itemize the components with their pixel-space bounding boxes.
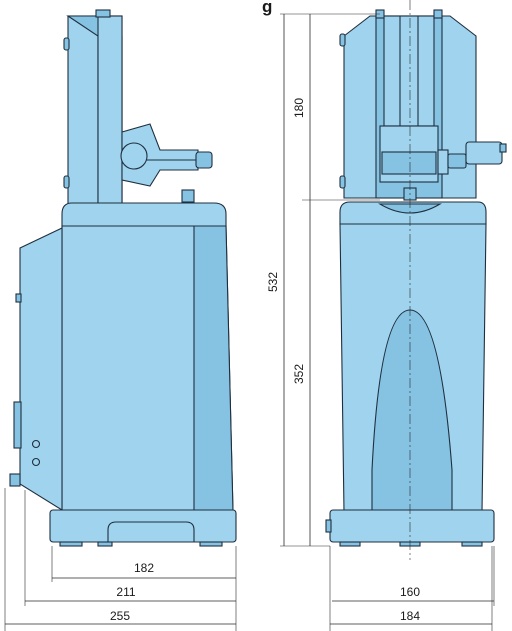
side-foot-2 <box>97 541 113 547</box>
front-view <box>325 0 507 560</box>
dim-label-532: 532 <box>266 272 280 292</box>
front-side-knob <box>465 141 503 165</box>
side-indicator-1 <box>31 439 41 449</box>
side-foot-3 <box>199 541 223 547</box>
side-rear-box <box>19 227 63 511</box>
side-body-shade <box>193 225 234 513</box>
side-rear-connector <box>9 473 21 487</box>
dim-label-255: 255 <box>110 609 130 623</box>
side-dimensions: 182 211 255 <box>4 488 237 631</box>
side-column-knob-top <box>63 37 70 51</box>
dim-label-352: 352 <box>292 364 306 384</box>
side-column-knob-bottom <box>63 175 70 189</box>
side-clamp-ring <box>120 142 148 170</box>
side-clamp-arm <box>121 123 199 187</box>
side-column-cap <box>95 9 111 18</box>
front-carriage-band <box>381 151 437 175</box>
dim-label-180: 180 <box>292 98 306 118</box>
side-base-recess <box>107 521 195 542</box>
dim-label-182: 182 <box>134 561 154 575</box>
dim-label-160: 160 <box>400 585 420 599</box>
side-rear-panel <box>13 401 22 449</box>
front-base <box>329 509 495 543</box>
front-column-inner <box>383 15 435 127</box>
side-top-bolt <box>181 189 195 203</box>
dim-label-211: 211 <box>116 585 135 599</box>
side-clamp-knob <box>195 151 213 169</box>
side-column-front <box>97 15 123 205</box>
front-dimensions: 532 180 352 160 184 <box>266 13 495 631</box>
side-indicator-2 <box>31 457 41 467</box>
side-foot-1 <box>59 541 83 547</box>
dim-label-184: 184 <box>400 609 420 623</box>
side-base <box>49 509 237 543</box>
side-body-shoulder <box>61 202 227 227</box>
side-rear-tab <box>15 293 22 303</box>
title-fragment: g <box>262 0 272 16</box>
side-view <box>9 9 237 547</box>
